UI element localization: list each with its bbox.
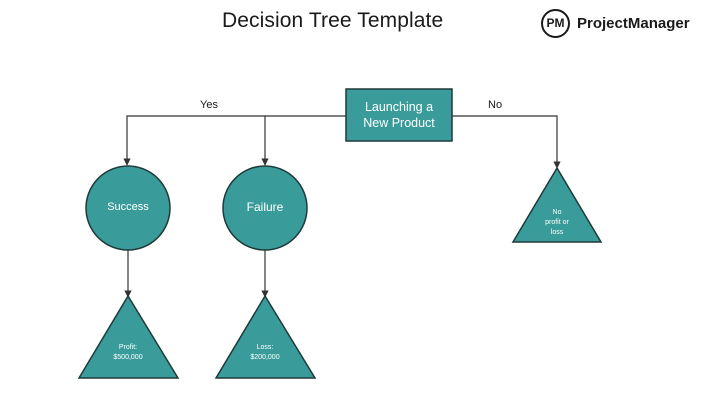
failure-label: Failure: [246, 200, 284, 214]
no-endpoint-triangle: [511, 166, 603, 243]
success-label: Success: [107, 201, 149, 213]
diagram-title: Decision Tree Template: [222, 9, 444, 32]
brand-name: ProjectManager: [577, 14, 690, 32]
yes-branch-label: Yes: [200, 99, 218, 111]
root-decision-label: Launching a New Product: [363, 100, 435, 130]
brand-logo: PM ProjectManager: [541, 6, 690, 40]
root-decision-box: [345, 88, 453, 142]
failure-outcome-circle: [222, 165, 308, 251]
profit-label: Profit: $500,000: [113, 344, 143, 361]
loss-endpoint-triangle: [214, 294, 317, 379]
no-branch-label: No: [488, 99, 503, 111]
loss-label: Loss: $200,000: [250, 344, 280, 361]
success-outcome-circle: [85, 165, 171, 251]
no-connector: [452, 115, 561, 169]
yes-connector: [123, 115, 346, 166]
profit-endpoint-triangle: [77, 294, 180, 379]
no-profit-label: No profit or loss: [545, 209, 569, 236]
brand-mark-icon: PM: [541, 8, 570, 38]
